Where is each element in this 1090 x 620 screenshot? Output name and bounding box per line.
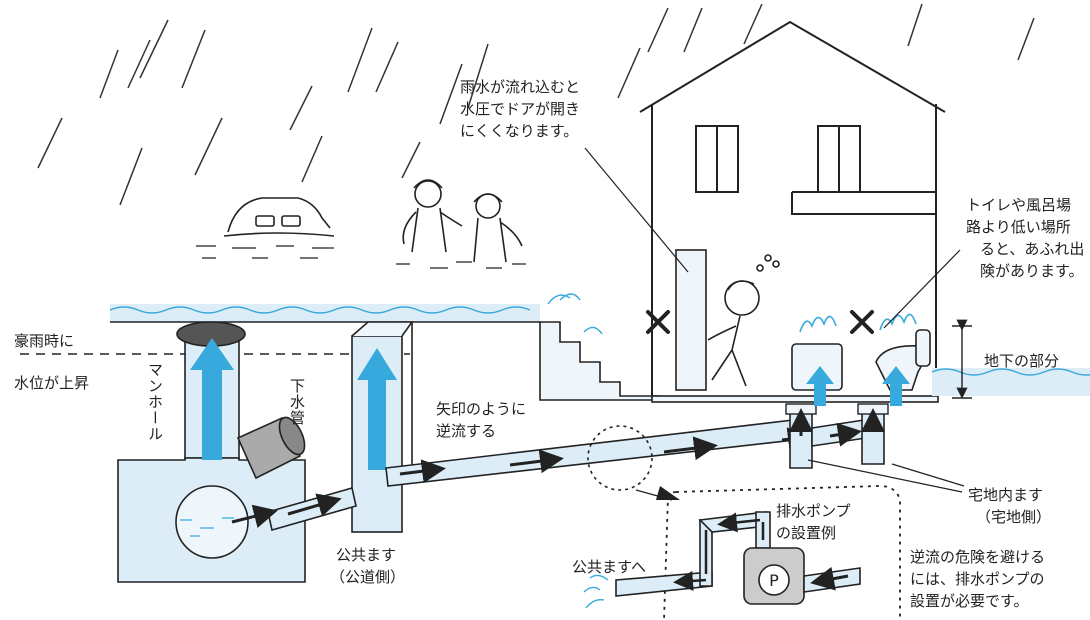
public-basin-line-2: （公道側） [330,568,405,586]
toilet-note-line-4: 険があります。 [980,262,1084,280]
toilet-note-line-3: ると、あふれ出 [980,240,1084,258]
surface-water [110,304,540,322]
door-note-line-1: 雨水が流れ込むと [460,78,580,96]
stairs [540,294,660,400]
to-public-basin-label: 公共ますへ [572,558,646,576]
toilet-note-line-2: 路より低い場所 [966,218,1071,236]
pump-symbol: P [769,571,779,590]
sewer-pipe-label: 下水管 [286,378,307,426]
flooded-car [196,198,334,258]
backflow-line-2: 逆流する [436,422,496,440]
public-basin-line-1: 公共ます [336,546,396,564]
outside-water [932,368,1090,396]
door [676,250,706,390]
pump-advice-line-2: には、排水ポンプの [910,570,1045,588]
x-mark-icon [852,312,872,332]
backflow-line-1: 矢印のように [436,400,526,418]
toilet-note-line-1: トイレや風呂場 [966,196,1071,214]
pump-example-line-2: の設置例 [776,524,836,542]
pump-advice-line-3: 設置が必要です。 [910,592,1029,610]
private-basin-2 [812,404,888,464]
private-basin-line-2: （宅地側） [976,508,1051,526]
pump-advice-line-1: 逆流の危険を避ける [910,548,1045,566]
manhole-label: マンホール [144,362,165,442]
rain-level-line-1: 豪雨時に [14,332,74,350]
walking-people [396,180,526,268]
underground-label: 地下の部分 [984,352,1059,370]
surprised-person [708,255,779,386]
pump-example-line-1: 排水ポンプ [776,502,851,520]
door-note-line-2: 水圧でドアが開き [460,100,580,118]
rain-level-line-2: 水位が上昇 [14,374,89,392]
door-note-line-3: にくくなります。 [460,122,578,140]
private-basin-line-1: 宅地内ます [968,486,1043,504]
